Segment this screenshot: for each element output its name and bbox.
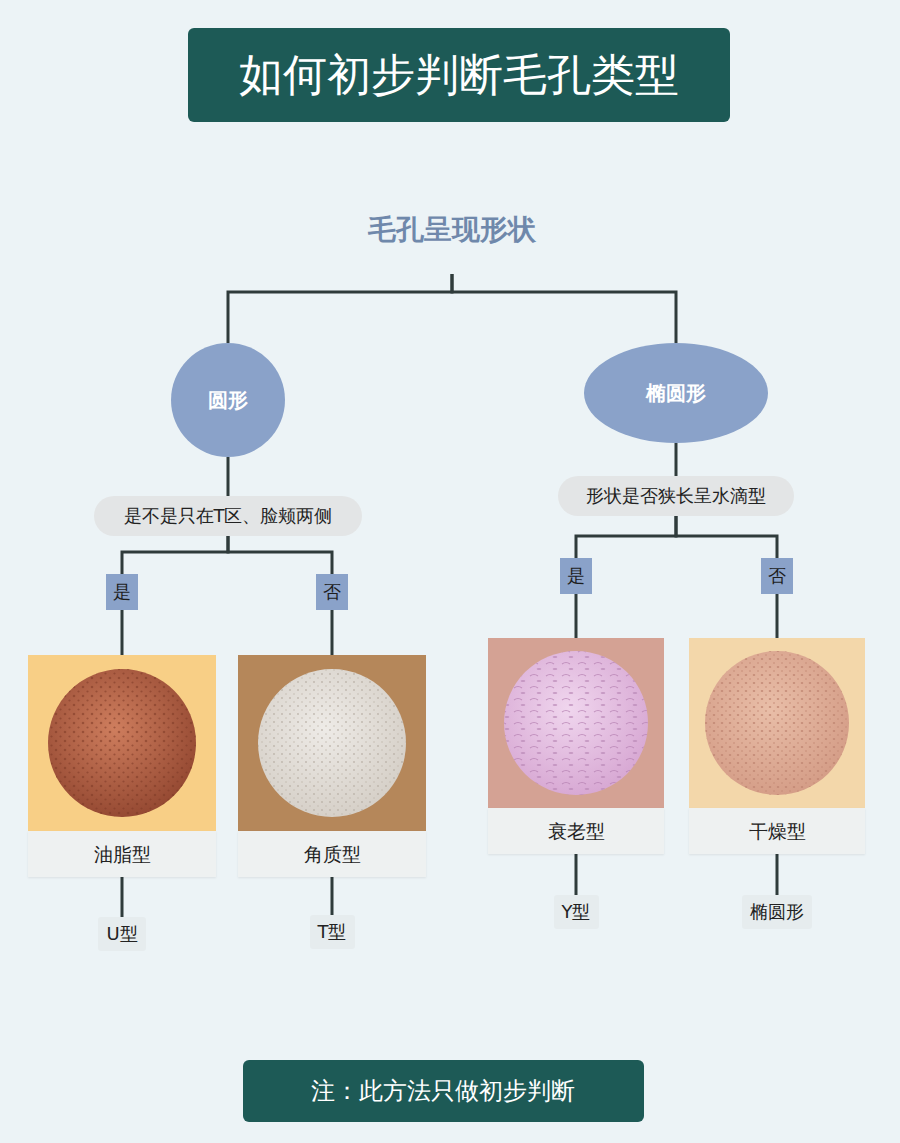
type-card: 油脂型 xyxy=(28,655,216,877)
tree-connector xyxy=(452,274,676,343)
tree-connector xyxy=(576,516,676,558)
tree-connector xyxy=(121,877,124,917)
question-pill: 形状是否狭长呈水滴型 xyxy=(558,476,794,516)
title-text: 如何初步判断毛孔类型 xyxy=(239,49,679,102)
tree-connector xyxy=(331,610,334,655)
result-label: T型 xyxy=(310,915,355,949)
node-text: 椭圆形 xyxy=(646,381,706,405)
node-text: 圆形 xyxy=(208,388,248,412)
answer-tag: 是 xyxy=(560,558,592,594)
node-text: 否 xyxy=(323,581,341,603)
tree-connector xyxy=(575,594,578,638)
node-text: 是 xyxy=(113,581,131,603)
result-label: U型 xyxy=(98,917,146,951)
type-card: 衰老型 xyxy=(488,638,664,854)
tree-connector xyxy=(228,274,452,343)
node-text: 否 xyxy=(768,565,786,587)
card-label-bar: 干燥型 xyxy=(689,808,865,854)
root-label: 毛孔呈现形状 xyxy=(362,210,542,274)
type-card: 干燥型 xyxy=(689,638,865,854)
type-name: 角质型 xyxy=(304,843,361,866)
node-text: 是不是只在T区、脸颊两侧 xyxy=(124,505,333,527)
node-text: T型 xyxy=(318,921,347,943)
tree-connector xyxy=(122,536,228,574)
card-label-bar: 衰老型 xyxy=(488,808,664,854)
answer-tag: 是 xyxy=(106,574,138,610)
type-name: 油脂型 xyxy=(94,843,151,866)
result-label: Y型 xyxy=(554,895,599,929)
tree-connector xyxy=(776,594,779,638)
tree-connector xyxy=(675,443,678,476)
dry-pore-photo xyxy=(689,638,865,808)
card-label-bar: 油脂型 xyxy=(28,831,216,877)
oily-pore-photo xyxy=(28,655,216,831)
card-label-bar: 角质型 xyxy=(238,831,426,877)
answer-tag: 否 xyxy=(761,558,793,594)
tree-connector xyxy=(676,516,777,558)
tree-connector xyxy=(227,457,230,496)
aging-pore-photo xyxy=(488,638,664,808)
title-banner: 如何初步判断毛孔类型 xyxy=(188,28,730,122)
node-text: 形状是否狭长呈水滴型 xyxy=(586,485,766,507)
node-text: 椭圆形 xyxy=(750,901,804,923)
result-label: 椭圆形 xyxy=(742,895,812,929)
keratin-pore-photo xyxy=(238,655,426,831)
note-text: 注：此方法只做初步判断 xyxy=(311,1077,575,1106)
shape-ellipse: 椭圆形 xyxy=(584,343,768,443)
tree-connector xyxy=(776,854,779,895)
tree-connector xyxy=(228,536,332,574)
tree-connector xyxy=(121,610,124,655)
node-text: U型 xyxy=(106,923,137,945)
type-name: 衰老型 xyxy=(548,820,605,843)
type-name: 干燥型 xyxy=(749,820,806,843)
tree-connector xyxy=(331,877,334,915)
note-banner: 注：此方法只做初步判断 xyxy=(243,1060,644,1122)
node-text: Y型 xyxy=(562,901,591,923)
question-pill: 是不是只在T区、脸颊两侧 xyxy=(94,496,362,536)
node-text: 是 xyxy=(567,565,585,587)
tree-connector xyxy=(575,854,578,895)
answer-tag: 否 xyxy=(316,574,348,610)
node-text: 毛孔呈现形状 xyxy=(368,213,536,247)
type-card: 角质型 xyxy=(238,655,426,877)
shape-circle: 圆形 xyxy=(171,343,285,457)
